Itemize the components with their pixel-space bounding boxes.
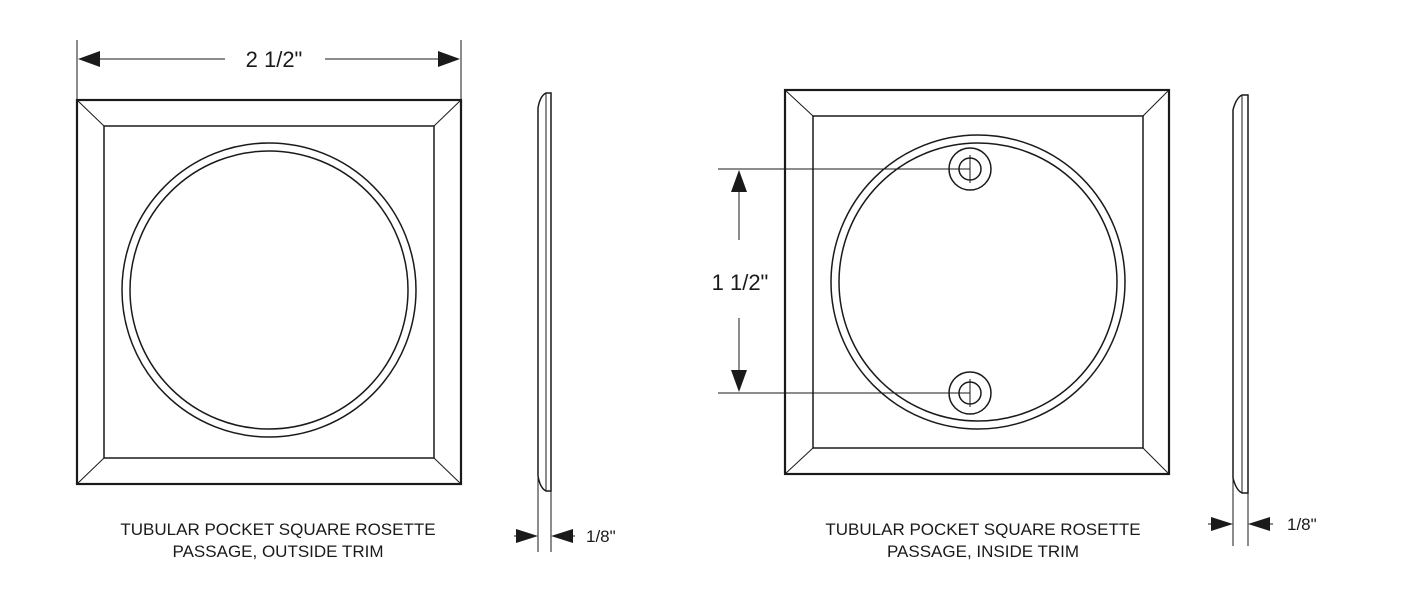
outside-thickness-arrow-right <box>551 529 573 543</box>
outside-bevel-bl <box>76 457 105 485</box>
outside-thickness-label: 1/8" <box>586 527 616 546</box>
inside-outer-square <box>783 88 1171 476</box>
inside-thickness-arrow-left <box>1211 517 1233 531</box>
outside-width-dimension: 2 1/2" <box>76 40 462 100</box>
outside-outer-square <box>75 98 463 486</box>
inside-bevel-tr <box>1142 89 1170 117</box>
inside-spacing-dimension: 1 1/2" <box>712 168 970 394</box>
arrowhead-right <box>438 51 460 67</box>
outside-caption-line2: PASSAGE, OUTSIDE TRIM <box>173 542 384 561</box>
outside-side-profile <box>537 92 552 492</box>
inside-thickness-label: 1/8" <box>1287 515 1317 534</box>
outside-rose-inner-circle <box>129 150 409 430</box>
outside-width-label: 2 1/2" <box>246 47 303 72</box>
outside-inner-square <box>103 125 435 459</box>
outside-thickness-arrow-left <box>516 529 538 543</box>
inside-rose-outer-circle <box>830 134 1126 430</box>
inside-trim-side-view: 1/8" <box>1208 94 1317 546</box>
outside-caption: TUBULAR POCKET SQUARE ROSETTE PASSAGE, O… <box>120 520 435 561</box>
outside-bevel-br <box>433 457 462 485</box>
outside-bevel-tr <box>433 99 462 127</box>
arrowhead-bottom <box>731 370 747 392</box>
inside-side-profile <box>1232 94 1249 494</box>
inside-spacing-label: 1 1/2" <box>712 270 769 295</box>
inside-bevel-br <box>1142 447 1170 475</box>
inside-trim-front-view <box>783 88 1171 476</box>
outside-trim-front-view <box>75 98 463 486</box>
arrowhead-top <box>731 170 747 192</box>
inside-bevel-bl <box>784 447 814 475</box>
inside-inner-square <box>812 115 1144 449</box>
arrowhead-left <box>78 51 100 67</box>
inside-caption-line1: TUBULAR POCKET SQUARE ROSETTE <box>825 520 1140 539</box>
outside-caption-line1: TUBULAR POCKET SQUARE ROSETTE <box>120 520 435 539</box>
outside-trim-side-view: 1/8" <box>514 92 616 552</box>
inside-rose-inner-circle <box>838 142 1118 422</box>
inside-caption: TUBULAR POCKET SQUARE ROSETTE PASSAGE, I… <box>825 520 1140 561</box>
inside-thickness-arrow-right <box>1248 517 1270 531</box>
outside-rose-outer-circle <box>121 142 417 438</box>
inside-bevel-tl <box>784 89 814 117</box>
inside-caption-line2: PASSAGE, INSIDE TRIM <box>887 542 1079 561</box>
outside-bevel-tl <box>76 99 105 127</box>
